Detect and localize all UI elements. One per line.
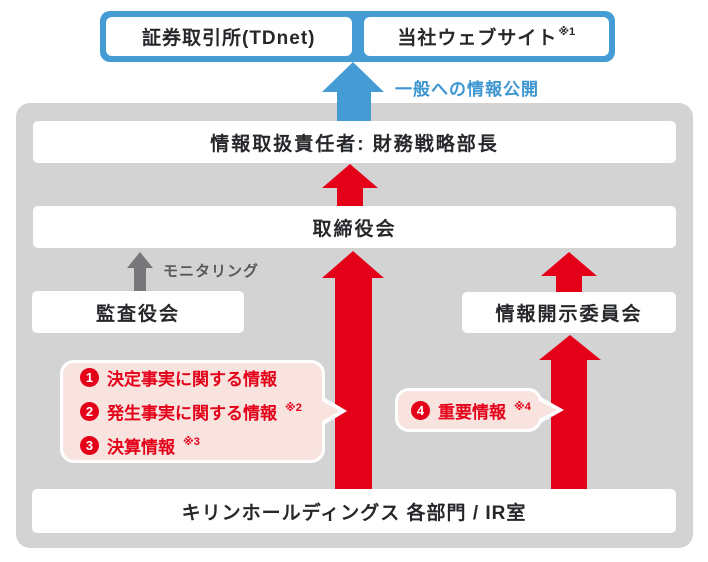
disclosure-committee-box: 情報開示委員会 [462, 292, 676, 333]
committee-to-board-arrow-stem [556, 275, 582, 292]
departments-to-committee-arrow-icon [539, 335, 601, 360]
departments-to-board-arrow-icon [322, 251, 384, 278]
disclosure-committee-label: 情報開示委員会 [495, 304, 643, 325]
list-item: 3 決算情報 ※3 [80, 433, 322, 458]
left-info-callout: 1 決定事実に関する情報 2 発生事実に関する情報 ※2 3 決算情報 ※3 [60, 360, 325, 463]
departments-to-committee-arrow-stem [551, 359, 587, 489]
information-officer-label: 情報取扱責任者: 財務戦略部長 [210, 133, 499, 155]
monitoring-arrow-stem [134, 267, 146, 291]
board-to-officer-arrow-stem [337, 187, 363, 206]
audit-board-label: 監査役会 [95, 303, 180, 325]
right-callout-pointer [537, 400, 557, 420]
callout-item-note: ※4 [514, 400, 531, 413]
list-item: 1 決定事実に関する情報 [80, 365, 322, 390]
departments-ir-label: キリンホールディングス 各部門 / IR室 [181, 502, 527, 524]
monitoring-label: モニタリング [163, 263, 260, 280]
number-badge-4: 4 [411, 400, 430, 420]
company-website-box: 当社ウェブサイト※1 [363, 17, 609, 56]
public-release-label: 一般への情報公開 [395, 80, 539, 99]
board-of-directors-box: 取締役会 [33, 206, 676, 248]
callout-item-text: 決算情報 [107, 438, 175, 457]
public-release-arrow-icon [322, 62, 384, 92]
audit-board-box: 監査役会 [32, 291, 244, 333]
company-website-label: 当社ウェブサイト [397, 28, 558, 49]
stock-exchange-label: 証券取引所(TDnet) [142, 28, 316, 49]
public-release-arrow-stem [337, 90, 371, 121]
right-info-callout: 4 重要情報 ※4 [395, 388, 542, 432]
information-officer-box: 情報取扱責任者: 財務戦略部長 [33, 121, 676, 163]
list-item: 2 発生事実に関する情報 ※2 [80, 399, 322, 424]
public-disclosure-channels: 証券取引所(TDnet) 当社ウェブサイト※1 [100, 11, 615, 62]
callout-item-note: ※3 [183, 436, 200, 448]
callout-item-text: 決定事実に関する情報 [107, 370, 277, 389]
website-footnote: ※1 [558, 26, 576, 38]
callout-item-text: 発生事実に関する情報 [107, 404, 277, 423]
stock-exchange-box: 証券取引所(TDnet) [106, 17, 352, 56]
committee-to-board-arrow-icon [541, 252, 597, 276]
departments-ir-box: キリンホールディングス 各部門 / IR室 [32, 489, 676, 533]
callout-item-note: ※2 [285, 402, 302, 414]
board-of-directors-label: 取締役会 [312, 218, 397, 240]
departments-to-board-arrow-stem [335, 277, 372, 489]
monitoring-arrow-icon [127, 252, 153, 268]
board-to-officer-arrow-icon [322, 164, 378, 188]
list-item: 4 重要情報 ※4 [411, 398, 539, 423]
callout-item-text: 重要情報 [438, 402, 506, 422]
number-badge-1: 1 [80, 368, 99, 387]
left-callout-pointer [320, 400, 340, 422]
number-badge-3: 3 [80, 436, 99, 455]
number-badge-2: 2 [80, 402, 99, 421]
